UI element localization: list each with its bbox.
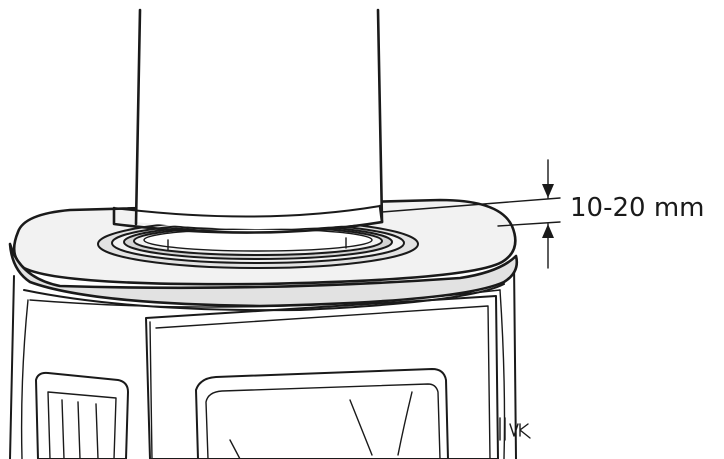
side-vent-2 [77,401,81,459]
dimension-annotation: 10-20 mm [381,159,704,269]
glass-reflection-2 [397,391,413,456]
door-frame-shade [149,321,153,459]
flue-pipe-fill [136,0,382,229]
dimension-arrow-down [542,184,554,198]
flue-pipe-right-edge [376,8,384,224]
side-vent-1 [61,399,65,459]
door-frame-inner [155,305,491,459]
flue-pipe-left-edge [134,8,142,226]
stove-left-bevel [20,299,29,459]
top-plate-front-edge [8,242,519,308]
dimension-arrow-up [542,224,554,238]
collar-ring-inner [143,228,373,252]
glass-reflection-3 [229,439,241,459]
dimension-label: 10-20 mm [570,193,704,223]
flue-pipe [112,0,384,234]
flue-pipe-base-upper [113,205,381,218]
flue-collar [97,219,419,269]
door-glass-frame [195,368,449,459]
glass-reflection-1 [349,399,373,456]
side-panel [35,371,129,459]
dimension-extension-upper [381,197,561,213]
dimension-extension-lower [497,221,561,227]
side-panel-inner [47,391,117,459]
flue-pipe-base-lower [112,204,384,234]
stove-left-wall [9,275,15,459]
signature-mark [509,423,531,439]
door-glass-inner [205,383,441,459]
signature-glyph [509,423,531,439]
stove-right-wall [513,261,517,459]
top-plate-bottom-edge [23,283,505,312]
side-vent-3 [95,403,99,459]
